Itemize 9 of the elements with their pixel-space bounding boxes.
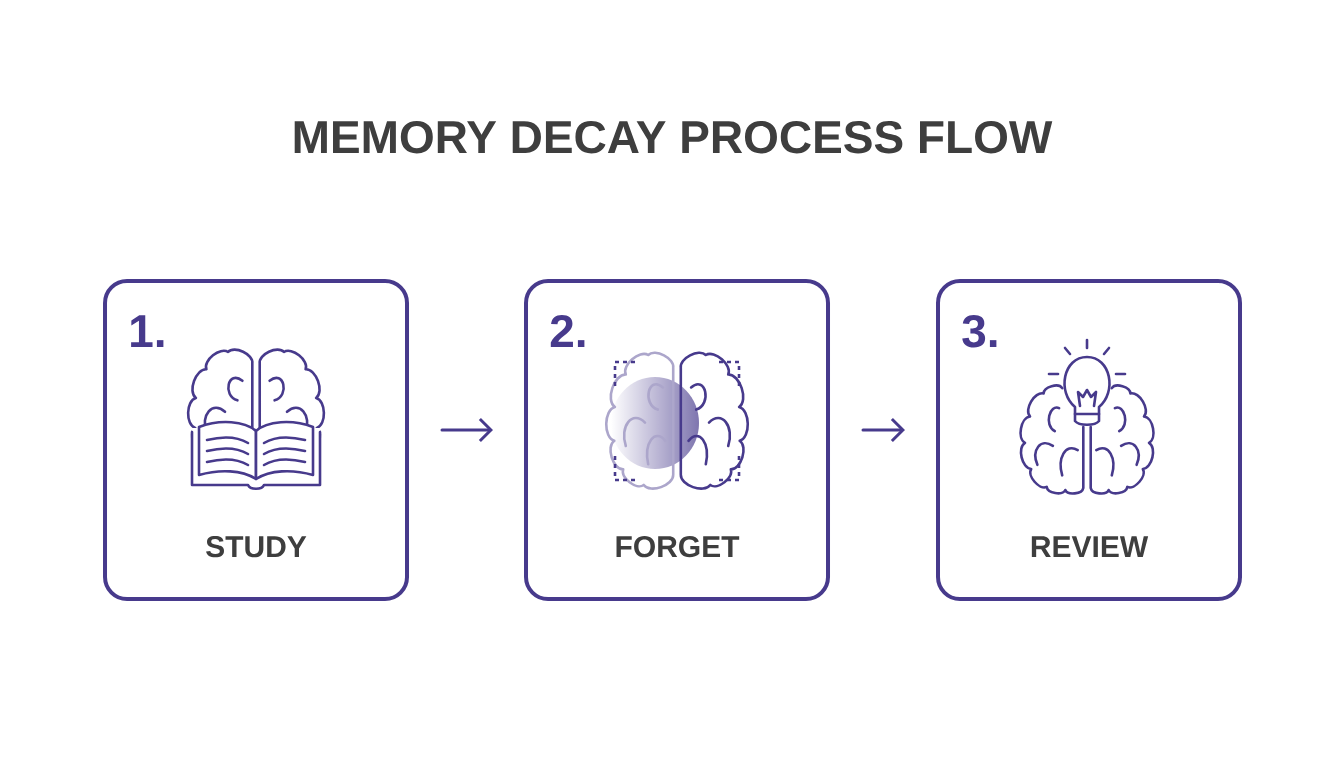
step-label: FORGET — [616, 536, 740, 558]
step-number: 2. — [550, 314, 585, 347]
step-label: REVIEW — [1031, 536, 1149, 557]
title: MEMORY DECAY PROCESS FLOW — [294, 120, 1053, 154]
step-number: 1. — [131, 315, 164, 347]
arrow — [440, 417, 493, 443]
arrow — [861, 417, 905, 443]
step-label: STUDY — [206, 536, 307, 558]
step-number: 3. — [962, 314, 997, 348]
